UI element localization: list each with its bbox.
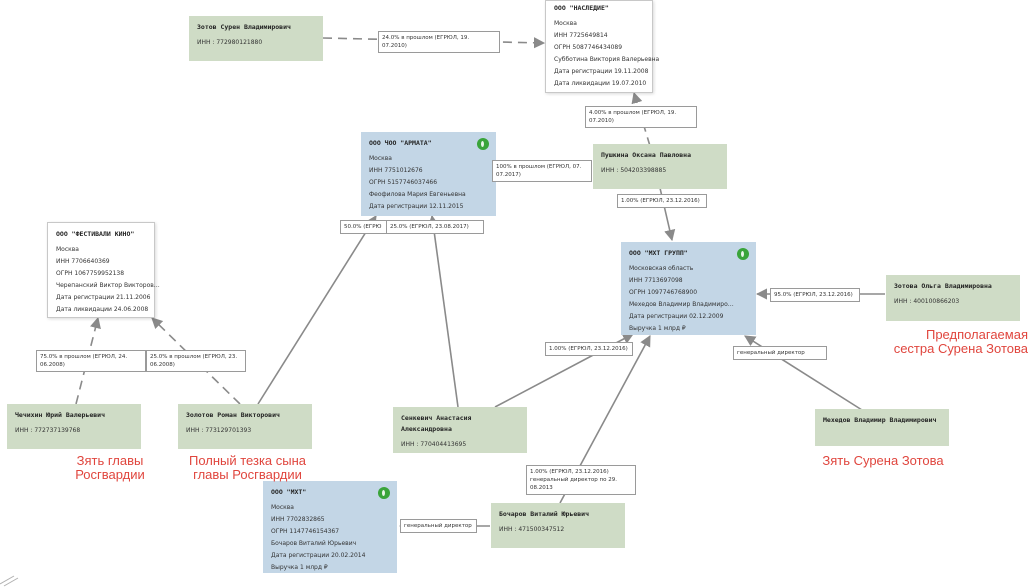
node-mehedov[interactable]: Мехедов Владимир Владимирович: [815, 409, 949, 446]
active-status-icon: [737, 248, 749, 260]
node-line: Дата регистрации 21.11.2006: [56, 294, 151, 301]
node-chechikin[interactable]: Чечихин Юрий Валерьевич ИНН : 7727371397…: [7, 404, 141, 449]
node-nasledie[interactable]: ООО "НАСЛЕДИЕ" Москва ИНН 7725649814 ОГР…: [545, 0, 660, 93]
node-line: Субботина Виктория Валерьевна: [554, 56, 660, 63]
node-line: Дата ликвидации 24.06.2008: [56, 306, 149, 313]
node-senkevich[interactable]: Сенкевич Анастасия Александровна ИНН : 7…: [393, 407, 527, 453]
node-bocharov[interactable]: Бочаров Виталий Юрьевич ИНН : 4715003475…: [491, 503, 625, 548]
node-mht-grupp[interactable]: ООО "МХТ ГРУПП" Московская область ИНН 7…: [621, 242, 756, 335]
node-inn: ИНН : 772737139768: [15, 427, 81, 434]
corner-icon: [0, 575, 19, 587]
node-name: Зотова Ольга Владимировна: [894, 282, 992, 290]
edge-senkevich-armata[interactable]: [427, 214, 459, 408]
edge-label-mehedov-mht-grupp: генеральный директор: [733, 346, 827, 360]
edge-label-zotov-nasledie: 24.0% в прошлом (ЕГРЮЛ, 19. 07.2010): [378, 31, 500, 53]
edge-label-zolotov-festivali: 25.0% в прошлом (ЕГРЮЛ, 23. 06.2008): [146, 350, 246, 372]
edge-label-bocharov-mht-grupp: 1.00% (ЕГРЮЛ, 23.12.2016) генеральный ди…: [526, 465, 636, 495]
node-line: Мехедов Владимир Владимиро…: [629, 301, 734, 308]
node-name: Пушкина Оксана Павловна: [601, 151, 692, 159]
node-line: Дата регистрации 20.02.2014: [271, 552, 366, 559]
edge-pushkina-nasledie[interactable]: [631, 91, 651, 147]
annotation-zotova-olga: Предполагаемая сестра Сурена Зотова: [893, 327, 1028, 356]
node-name: Бочаров Виталий Юрьевич: [499, 510, 590, 518]
annotation-zolotov: Полный тезка сына главы Росгвардии: [188, 453, 307, 482]
node-line: Черепанский Виктор Викторов…: [56, 282, 160, 289]
node-line: Москва: [271, 504, 294, 511]
node-line: ОГРН 1147746154367: [271, 528, 340, 535]
edge-label-chechikin-festivali: 75.0% в прошлом (ЕГРЮЛ, 24. 06.2008): [36, 350, 146, 372]
node-name: ООО "МХТ ГРУПП": [629, 249, 688, 257]
node-zolotov[interactable]: Золотов Роман Викторович ИНН : 773129701…: [178, 404, 312, 449]
node-line: Дата регистрации 12.11.2015: [369, 203, 464, 210]
node-name: ООО "МХТ": [271, 488, 307, 496]
node-line: Москва: [554, 20, 577, 27]
node-line: Бочаров Виталий Юрьевич: [271, 540, 357, 547]
node-name: Мехедов Владимир Владимирович: [823, 416, 937, 424]
active-status-icon: [378, 487, 390, 499]
edge-label-pushkina-armata: 100% в прошлом (ЕГРЮЛ, 07. 07.2017): [492, 160, 592, 182]
node-line: Москва: [369, 155, 392, 162]
node-line: ОГРН 1097746768900: [629, 289, 698, 296]
node-line: Дата ликвидации 19.07.2010: [554, 80, 647, 87]
node-armata[interactable]: ООО ЧОО "АРМАТА" Москва ИНН 7751012676 О…: [361, 132, 496, 216]
node-line: ИНН 7751012676: [369, 167, 423, 174]
node-zotova-olga[interactable]: Зотова Ольга Владимировна ИНН : 40010086…: [886, 275, 1020, 321]
node-festivali[interactable]: ООО "ФЕСТИВАЛИ КИНО" Москва ИНН 77066403…: [47, 222, 160, 318]
node-line: ОГРН 5087746434089: [554, 44, 623, 51]
annotation-mehedov: Зять Сурена Зотова: [822, 453, 944, 468]
node-name: Зотов Сурен Владимирович: [197, 23, 291, 31]
node-mht[interactable]: ООО "МХТ" Москва ИНН 7702832865 ОГРН 114…: [263, 481, 397, 573]
edge-label-bocharov-mht: генеральный директор: [400, 519, 477, 533]
node-name: Золотов Роман Викторович: [186, 411, 280, 419]
node-name: ООО "ФЕСТИВАЛИ КИНО": [56, 230, 135, 238]
node-name: ООО "НАСЛЕДИЕ": [554, 4, 609, 12]
node-name: Чечихин Юрий Валерьевич: [15, 411, 106, 419]
edge-label-zolotov-armata: 50.0% (ЕГРЮ: [340, 220, 388, 234]
node-inn: ИНН : 471500347512: [499, 526, 565, 533]
node-pushkina[interactable]: Пушкина Оксана Павловна ИНН : 5042033988…: [593, 144, 727, 189]
node-line: Выручка 1 млрд ₽: [271, 564, 328, 571]
node-line: ОГРН 1067759952138: [56, 270, 125, 277]
node-inn: ИНН : 772980121880: [197, 39, 263, 46]
node-line: Феофилова Мария Евгеньевна: [369, 191, 466, 198]
node-name: Сенкевич Анастасия Александровна: [401, 414, 472, 433]
node-inn: ИНН : 773129701393: [186, 427, 252, 434]
node-line: Дата регистрации 02.12.2009: [629, 313, 724, 320]
node-inn: ИНН : 504203398885: [601, 167, 667, 174]
edge-label-pushkina-nasledie: 4.00% в прошлом (ЕГРЮЛ, 19. 07.2010): [585, 106, 697, 128]
node-inn: ИНН : 770404413695: [401, 441, 467, 448]
node-line: ИНН 7702832865: [271, 516, 325, 523]
node-line: ОГРН 5157746037466: [369, 179, 438, 186]
node-line: Дата регистрации 19.11.2008: [554, 68, 649, 75]
node-line: ИНН 7725649814: [554, 32, 608, 39]
edge-label-zotova-mht-grupp: 95.0% (ЕГРЮЛ, 23.12.2016): [770, 288, 860, 302]
node-inn: ИНН : 400100866203: [894, 298, 960, 305]
node-line: Москва: [56, 246, 79, 253]
node-name: ООО ЧОО "АРМАТА": [369, 139, 432, 147]
annotation-chechikin: Зять главы Росгвардии: [75, 453, 145, 482]
edge-label-pushkina-mht-grupp: 1.00% (ЕГРЮЛ, 23.12.2016): [617, 194, 707, 208]
edge-label-senkevich-mht-grupp: 1.00% (ЕГРЮЛ, 23.12.2016): [545, 342, 633, 356]
node-line: Выручка 1 млрд ₽: [629, 325, 686, 332]
node-line: ИНН 7706640369: [56, 258, 110, 265]
node-line: ИНН 7713697098: [629, 277, 683, 284]
node-line: Московская область: [629, 265, 694, 272]
active-status-icon: [477, 138, 489, 150]
edge-label-senkevich-armata: 25.0% (ЕГРЮЛ, 23.08.2017): [386, 220, 484, 234]
node-zotov-suren[interactable]: Зотов Сурен Владимирович ИНН : 772980121…: [189, 16, 323, 61]
edge-zolotov-armata[interactable]: [257, 215, 377, 405]
